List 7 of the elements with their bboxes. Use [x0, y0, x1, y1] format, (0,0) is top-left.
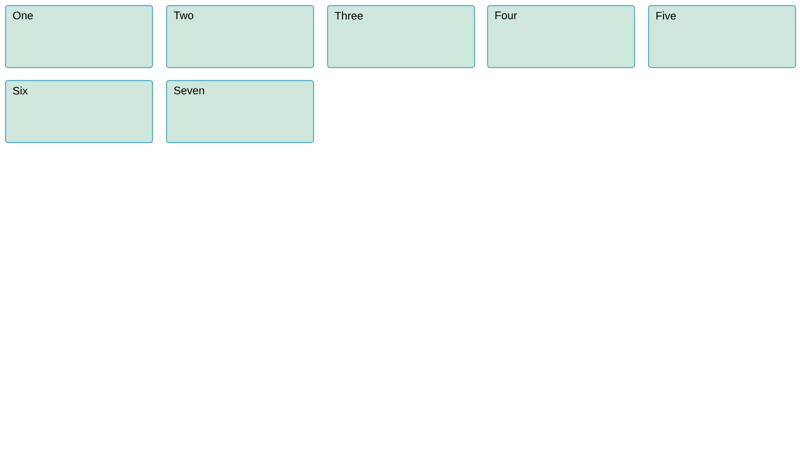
- box: Two: [166, 5, 314, 68]
- box: Seven: [166, 80, 314, 144]
- box: Three: [327, 5, 476, 68]
- box: Six: [5, 80, 154, 144]
- box: One: [5, 5, 154, 68]
- box: Four: [487, 5, 636, 68]
- box: Five: [648, 5, 796, 68]
